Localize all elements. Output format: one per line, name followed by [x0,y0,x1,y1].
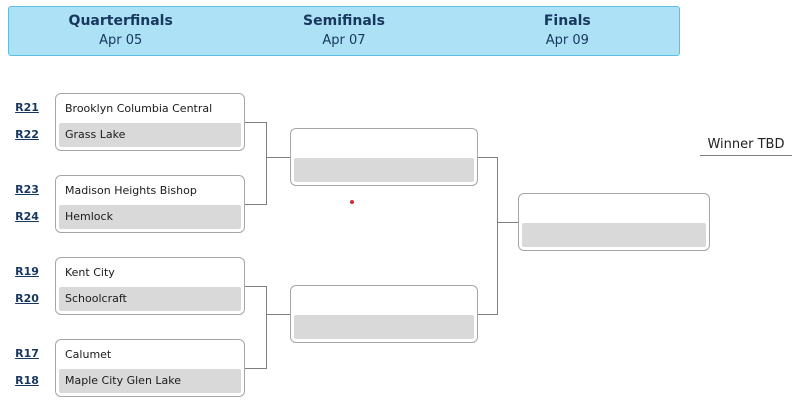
bracket-connector [266,157,290,158]
seed-link-r22[interactable]: R22 [15,128,39,141]
round-title-quarterfinals: Quarterfinals [68,13,173,29]
round-date-semifinals: Apr 07 [322,33,366,48]
team-cell-bottom: Grass Lake [59,123,241,147]
bracket-connector [478,157,497,158]
team-cell-bottom: Hemlock [59,205,241,229]
winner-label: Winner TBD [707,137,785,152]
seed-link-r24[interactable]: R24 [15,210,39,223]
winner-line [700,155,792,156]
quarterfinal-match-4: Calumet Maple City Glen Lake [55,339,245,397]
team-cell-bottom: Schoolcraft [59,287,241,311]
team-cell-top: Calumet [65,348,112,361]
round-column-finals: Finals Apr 09 [456,7,679,55]
round-date-quarterfinals: Apr 05 [99,33,143,48]
team-cell-top: Madison Heights Bishop [65,184,197,197]
round-title-semifinals: Semifinals [303,13,385,29]
red-dot-marker [350,200,354,204]
seed-link-r19[interactable]: R19 [15,265,39,278]
bracket-connector [266,314,290,315]
round-date-finals: Apr 09 [545,33,589,48]
team-cell-top [294,132,474,156]
bracket-connector [245,368,266,369]
team-cell-top [522,197,706,221]
bracket-connector [478,314,497,315]
team-cell-top [294,289,474,313]
bracket-connector [245,122,266,123]
bracket-connector [497,157,498,315]
seed-link-r17[interactable]: R17 [15,347,39,360]
team-cell-top: Kent City [65,266,115,279]
bracket-connector [245,204,266,205]
seed-link-r20[interactable]: R20 [15,292,39,305]
bracket-connector [497,222,518,223]
team-cell-bottom [294,315,474,339]
team-cell-bottom [294,158,474,182]
seed-link-r21[interactable]: R21 [15,101,39,114]
round-column-quarterfinals: Quarterfinals Apr 05 [9,7,232,55]
seed-link-r23[interactable]: R23 [15,183,39,196]
quarterfinal-match-3: Kent City Schoolcraft [55,257,245,315]
round-header-bar: Quarterfinals Apr 05 Semifinals Apr 07 F… [8,6,680,56]
round-column-semifinals: Semifinals Apr 07 [232,7,455,55]
team-cell-bottom: Maple City Glen Lake [59,369,241,393]
team-cell-bottom [522,223,706,247]
bracket-connector [266,286,267,369]
quarterfinal-match-2: Madison Heights Bishop Hemlock [55,175,245,233]
bracket-connector [266,122,267,205]
team-cell-top: Brooklyn Columbia Central [65,102,213,115]
semifinal-match-2 [290,285,478,343]
seed-link-r18[interactable]: R18 [15,374,39,387]
round-title-finals: Finals [543,13,591,29]
bracket-connector [245,286,266,287]
quarterfinal-match-1: Brooklyn Columbia Central Grass Lake [55,93,245,151]
semifinal-match-1 [290,128,478,186]
final-match [518,193,710,251]
